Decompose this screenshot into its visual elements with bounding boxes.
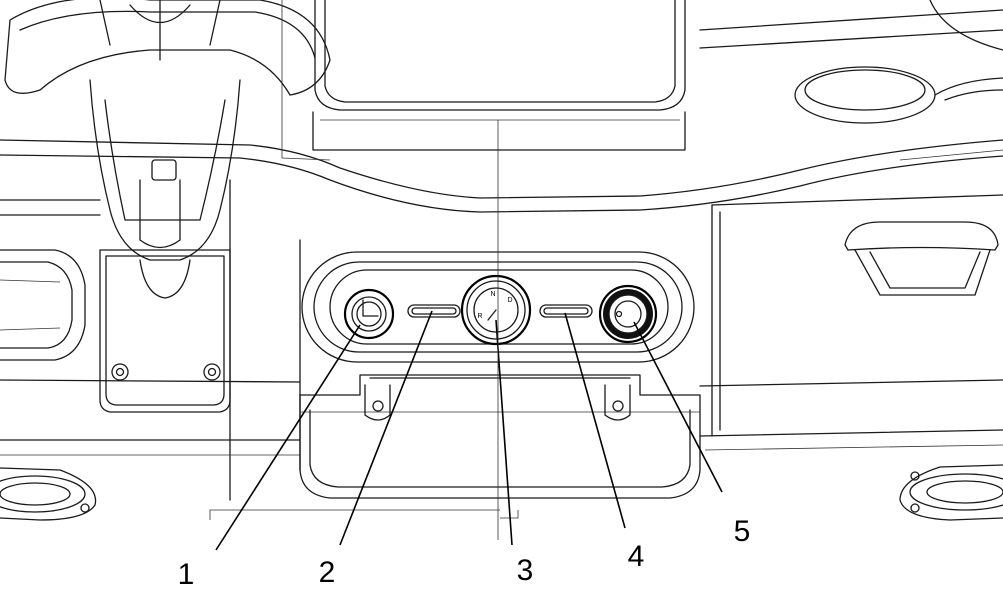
left-air-vent (0, 249, 86, 361)
callout-5: 5 (734, 515, 751, 548)
selector-glyph-r: R (477, 313, 482, 320)
cup-holders (699, 0, 1003, 124)
selector-glyph-n: N (490, 291, 495, 298)
knob-left (343, 288, 395, 340)
leader-5 (633, 321, 723, 493)
callout-4: 4 (628, 540, 645, 573)
callout-3: 3 (517, 554, 534, 587)
right-panel (711, 149, 1003, 437)
leader-lines (215, 120, 723, 551)
switch-left (407, 304, 461, 318)
callout-1: 1 (178, 558, 195, 589)
knob-right (598, 284, 658, 344)
selector-glyph-d: D (507, 297, 512, 304)
mode-selector: R N D (460, 274, 532, 346)
leader-1 (215, 324, 361, 551)
leader-2 (339, 310, 433, 546)
callout-labels: 1 2 3 4 5 (178, 515, 751, 589)
callout-2: 2 (319, 556, 336, 589)
lower-tray (209, 374, 701, 520)
leader-4 (564, 312, 626, 529)
dashboard-body (0, 139, 1003, 501)
leader-3 (495, 319, 513, 546)
steering-wheel (4, 0, 331, 96)
steering-column (89, 79, 241, 413)
center-display (281, 0, 686, 161)
glovebox-handle (844, 221, 999, 296)
left-speaker (0, 467, 97, 521)
right-speaker (899, 464, 1003, 521)
